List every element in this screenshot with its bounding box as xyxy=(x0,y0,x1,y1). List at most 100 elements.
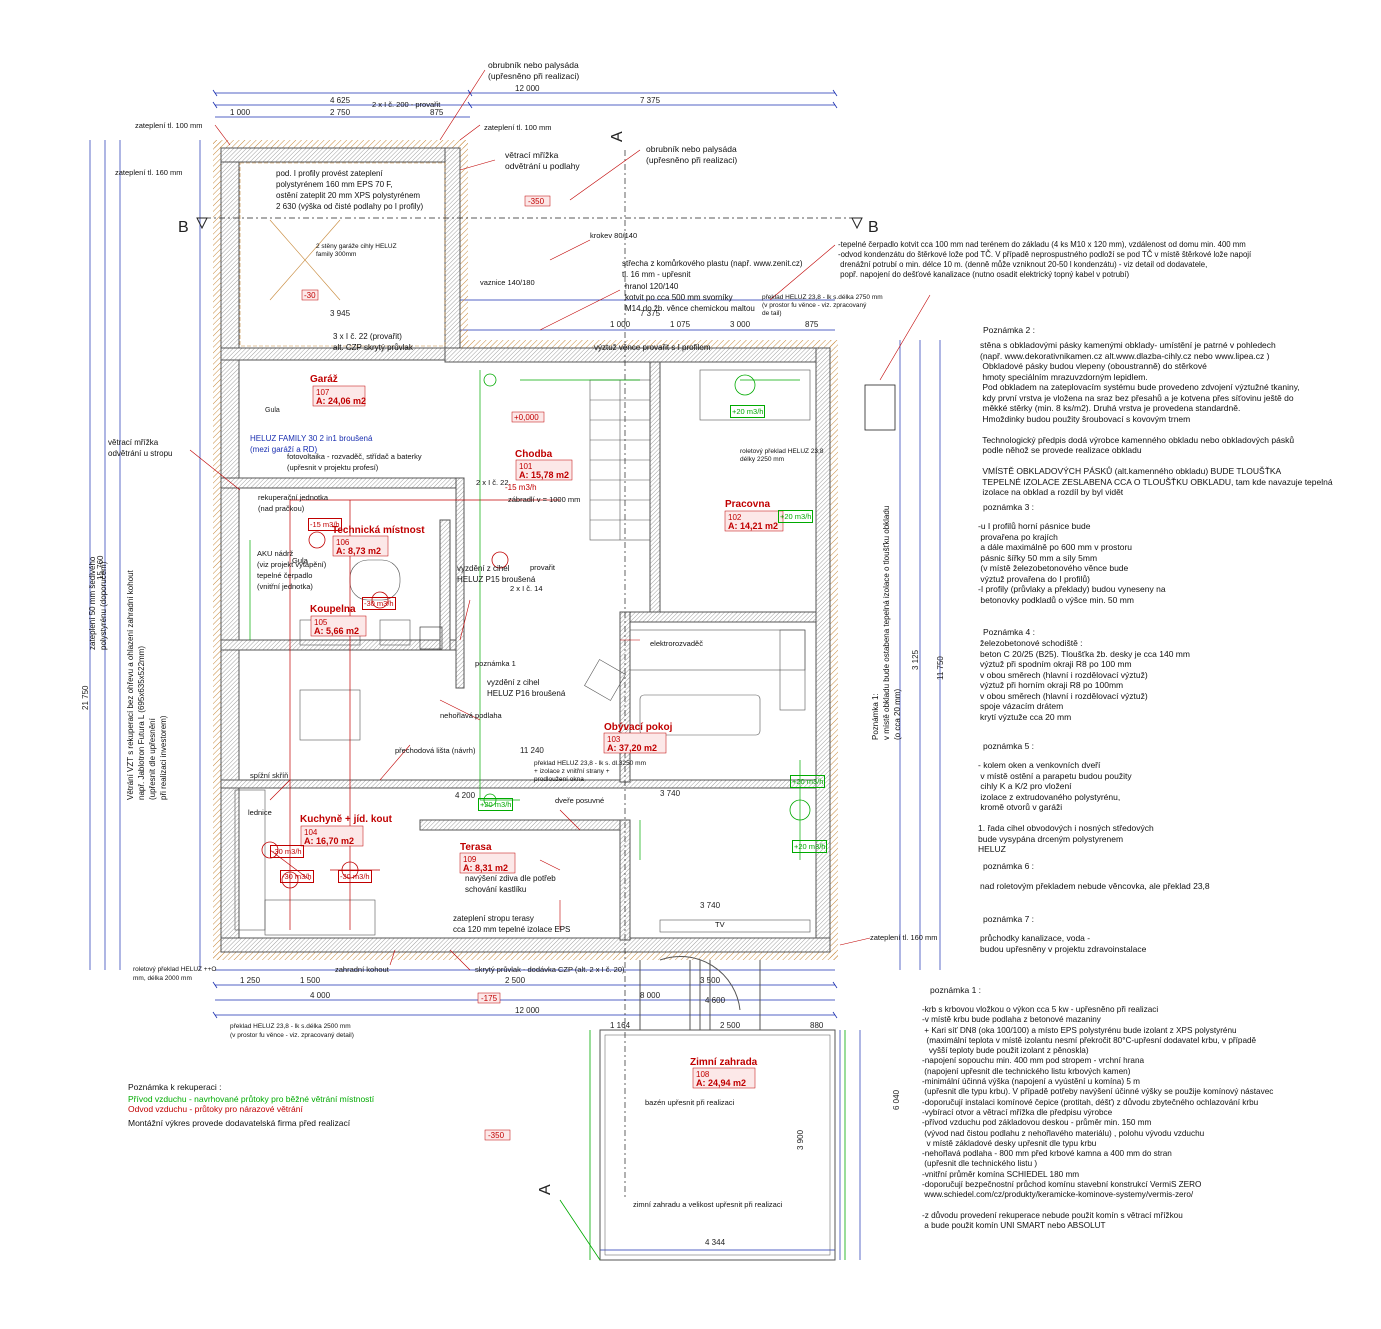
airflow-tag: +20 m3/h xyxy=(730,405,766,418)
note-3-body: -u I profilů horní pásnice bude provařen… xyxy=(978,521,1166,605)
note-vyzdeni-p15: vyzdění z cihel HELUZ P15 broušená xyxy=(457,564,536,584)
winter-garden-green xyxy=(559,1030,846,1261)
note-zatepleni-terasy: zateplení stropu terasy cca 120 mm tepel… xyxy=(453,914,571,934)
heat-pump-unit xyxy=(864,384,896,431)
svg-text:3 740: 3 740 xyxy=(700,901,721,910)
note-hranol: hranol 120/140 kotvit po cca 500 mm svor… xyxy=(625,282,755,313)
note-vetraci-mrizka-strop: větrací mřížka odvětrání u stropu xyxy=(108,438,173,458)
garage-roof-diagonals xyxy=(269,219,341,301)
room-name: Garáž xyxy=(310,374,338,385)
svg-text:3 125: 3 125 xyxy=(911,649,920,670)
room-area: A: 5,66 m2 xyxy=(314,626,359,636)
note-heluz-family: HELUZ FAMILY 30 2 in1 broušená (mezi gar… xyxy=(250,434,373,454)
section-lines xyxy=(205,150,860,1200)
note-3-title: poznámka 3 : xyxy=(983,502,1035,512)
room-107-garaz: Garáž 107 A: 24,06 m2 xyxy=(310,374,366,407)
svg-text:zateplení tl. 160 mm: zateplení tl. 160 mm xyxy=(870,933,938,942)
room-area: A: 14,21 m2 xyxy=(728,521,778,531)
note-vetraci-mrizka-podlahy: větrací mřížka odvětrání u podlahy xyxy=(505,150,580,171)
airflow-tag: -30 m3/h xyxy=(338,870,372,883)
airflow-tag: +20 m3/h xyxy=(478,798,514,811)
svg-text:1 000: 1 000 xyxy=(230,108,251,117)
room-101-chodba: Chodba 101 A: 15,78 m2 xyxy=(515,449,573,481)
note-rekuperacni: rekuperační jednotka (nad pračkou) xyxy=(258,493,329,513)
svg-text:1 500: 1 500 xyxy=(300,976,321,985)
note-6-title: poznámka 6 : xyxy=(983,861,1035,871)
lintel-note-3: překlad HELUZ 23,8 - lk s.délka 2500 mm … xyxy=(230,1023,354,1039)
note-1-body: -krb s krbovou vložkou o výkon cca 5 kw … xyxy=(922,1005,1274,1231)
section-a-top: A xyxy=(609,131,626,142)
svg-text:1 250: 1 250 xyxy=(240,976,261,985)
svg-text:zateplení tl. 160 mm: zateplení tl. 160 mm xyxy=(115,168,183,177)
room-number: 102 xyxy=(728,513,742,522)
svg-text:3 945: 3 945 xyxy=(330,309,351,318)
winter-garden xyxy=(599,955,836,1261)
airflow-tag: -15 m3/h xyxy=(308,518,342,531)
svg-text:3 500: 3 500 xyxy=(700,976,721,985)
note-4-body: železobetonové schodiště : beton C 20/25… xyxy=(980,638,1190,722)
room-area: A: 37,20 m2 xyxy=(607,743,657,753)
note-7-body: průchodky kanalizace, voda - budou upřes… xyxy=(980,933,1147,954)
furniture xyxy=(234,369,811,936)
svg-text:Gula: Gula xyxy=(265,407,280,414)
recuperation-supply: Přívod vzduchu - navrhované průtoky pro … xyxy=(128,1094,375,1104)
room-name: Koupelna xyxy=(310,604,356,615)
svg-text:2 x I č. 200 - provařit: 2 x I č. 200 - provařit xyxy=(372,100,441,109)
note-6-body: nad roletovým překladem nebude věncovka,… xyxy=(980,881,1210,891)
svg-text:2 500: 2 500 xyxy=(720,1021,741,1030)
svg-text:4 000: 4 000 xyxy=(310,991,331,1000)
svg-text:3 740: 3 740 xyxy=(660,789,681,798)
section-a-bottom: A xyxy=(537,1184,554,1195)
note-navyseni: navýšení zdiva dle potřeb schování kastl… xyxy=(465,874,556,894)
svg-text:spížní skříň: spížní skříň xyxy=(250,771,288,780)
svg-text:bazén upřesnit při realizaci: bazén upřesnit při realizaci xyxy=(645,1098,735,1107)
note-obklad-right: Poznámka 1: v místě obkladu bude ostaben… xyxy=(871,505,902,740)
svg-text:11 240: 11 240 xyxy=(520,746,544,755)
room-name: Technická místnost xyxy=(332,525,425,536)
room-106-technicka: Technická místnost 106 A: 8,73 m2 xyxy=(332,525,425,557)
ventilation-green xyxy=(249,370,801,860)
airflow-tag: +20 m3/h xyxy=(792,840,828,853)
room-area: A: 16,70 m2 xyxy=(304,836,354,846)
room-name: Zimní zahrada xyxy=(690,1057,758,1068)
svg-text:skrytý průvlak - dodávka CZP (: skrytý průvlak - dodávka CZP (alt. 2 x I… xyxy=(475,965,625,974)
dimension-lines xyxy=(89,92,941,1260)
note-5-body: - kolem oken a venkovních dveří v místě … xyxy=(978,760,1154,854)
note-4-title: Poznámka 4 : xyxy=(983,627,1035,637)
recuperation-exhaust: Odvod vzduchu - průtoky pro nárazové vět… xyxy=(128,1104,303,1114)
note-5-title: poznámka 5 : xyxy=(983,741,1035,751)
svg-text:880: 880 xyxy=(810,1021,824,1030)
room-area: A: 24,06 m2 xyxy=(316,396,366,406)
room-105-koupelna: Koupelna 105 A: 5,66 m2 xyxy=(310,604,367,637)
svg-text:lednice: lednice xyxy=(248,808,272,817)
svg-text:1 075: 1 075 xyxy=(670,320,691,329)
room-102-pracovna: Pracovna 102 A: 14,21 m2 xyxy=(724,499,784,532)
svg-text:dveře posuvné: dveře posuvné xyxy=(555,796,604,805)
note-vyztuz-vence: výztuž věnce provařit s I profilem xyxy=(594,343,711,352)
note-zatepleni-50: zateplení 50 mm šedivého polystyrénu (do… xyxy=(88,556,108,650)
room-108-zimni: Zimní zahrada 108 A: 24,94 m2 xyxy=(690,1057,758,1089)
walls xyxy=(220,147,831,953)
lintel-note-2: překlad HELUZ 23,8 - lk s. dl.3250 mm + … xyxy=(534,760,646,783)
airflow-tag: +20 m3/h xyxy=(790,775,826,788)
level-label: -350 xyxy=(528,197,545,206)
level-label: -175 xyxy=(481,994,498,1003)
svg-text:vaznice 140/180: vaznice 140/180 xyxy=(480,278,535,287)
room-area: A: 8,31 m2 xyxy=(463,863,508,873)
room-104-kuchyne: Kuchyně + jíd. kout 104 A: 16,70 m2 xyxy=(300,814,393,847)
section-b-right: B xyxy=(868,219,879,236)
lintel-note-5: roletový překlad HELUZ 23,8 délky 2250 m… xyxy=(740,448,824,463)
svg-text:2 x I č. 22: 2 x I č. 22 xyxy=(476,478,509,487)
garage-floor-hatch xyxy=(239,162,446,347)
room-area: A: 24,94 m2 xyxy=(696,1078,746,1088)
svg-text:zábradlí v = 1000 mm: zábradlí v = 1000 mm xyxy=(508,495,580,504)
svg-text:zimní zahradu a velikost upřes: zimní zahradu a velikost upřesnit při re… xyxy=(633,1200,783,1209)
level-label: -30 xyxy=(304,291,316,300)
svg-text:6 040: 6 040 xyxy=(892,1089,901,1110)
svg-text:2 x I č. 14: 2 x I č. 14 xyxy=(510,584,543,593)
air-supply-diffusers xyxy=(483,373,811,821)
note-vyzdeni-p16: vyzdění z cihel HELUZ P16 broušená xyxy=(487,678,566,698)
svg-text:875: 875 xyxy=(430,108,444,117)
note-strecha: střecha z komůrkového plastu (např. www.… xyxy=(622,259,803,279)
